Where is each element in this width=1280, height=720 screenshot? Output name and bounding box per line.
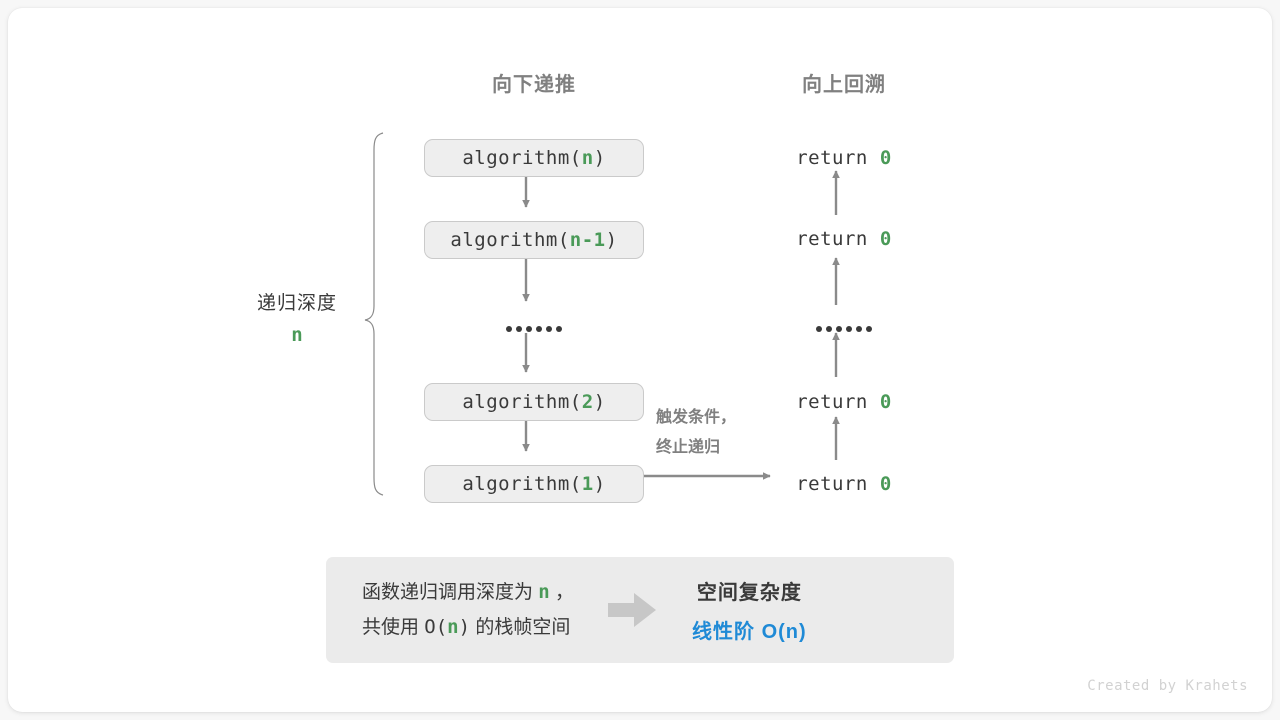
return-line-4: return 0 [796, 473, 892, 495]
call-box-close-n-1: ) [605, 229, 618, 251]
call-box-1: algorithm(1) [424, 465, 644, 503]
ellipsis-dots-right [816, 326, 872, 332]
connectors-layer [364, 132, 840, 496]
return-value: 0 [879, 391, 892, 413]
return-value: 0 [879, 473, 892, 495]
call-box-arg-2: 2 [581, 391, 594, 413]
return-line-3: return 0 [796, 391, 892, 413]
credit-text: Created by Krahets [1087, 678, 1248, 694]
call-box-2: algorithm(2) [424, 383, 644, 421]
dot [866, 326, 872, 332]
call-box-arg-n-1: n-1 [569, 229, 606, 251]
call-box-text-n-1: algorithm( [450, 229, 570, 251]
return-keyword: return [796, 391, 868, 413]
summary-line-2-post: 的栈帧空间 [470, 617, 571, 638]
recursion-depth-text: 递归深度 [256, 293, 338, 314]
dot [826, 326, 832, 332]
dot [856, 326, 862, 332]
recursion-depth-value: n [291, 324, 303, 346]
right-arrow-icon [608, 593, 657, 627]
summary-line-1-var: n [538, 581, 550, 603]
termination-line-2: 终止递归 [656, 439, 721, 456]
summary-line-1-post: ， [549, 582, 575, 603]
dot [536, 326, 542, 332]
dot [526, 326, 532, 332]
call-box-text-2: algorithm( [462, 391, 582, 413]
dot [816, 326, 822, 332]
summary-line-2-pre: 共使用 [362, 617, 425, 638]
space-complexity-value: 线性阶 O(n) [692, 621, 807, 643]
call-box-close-n: ) [593, 147, 606, 169]
call-box-close-2: ) [593, 391, 606, 413]
return-keyword: return [796, 473, 868, 495]
return-keyword: return [796, 147, 868, 169]
call-box-text-1: algorithm( [462, 473, 582, 495]
recursion-depth-label: 递归深度 n [257, 288, 337, 346]
termination-condition-label: 触发条件， 终止递归 [656, 403, 736, 463]
summary-panel: 函数递归调用深度为 n ， 共使用 O(n) 的栈帧空间 空间复杂度 线性阶 O… [326, 557, 954, 663]
call-box-n: algorithm(n) [424, 139, 644, 177]
dot [556, 326, 562, 332]
summary-line-2: 共使用 O(n) 的栈帧空间 [362, 610, 574, 645]
return-line-2: return 0 [796, 228, 892, 250]
summary-description: 函数递归调用深度为 n ， 共使用 O(n) 的栈帧空间 [362, 575, 574, 645]
call-box-arg-1: 1 [581, 473, 594, 495]
diagram-card: 向下递推 向上回溯 algorithm(n) [8, 8, 1272, 712]
return-value: 0 [879, 147, 892, 169]
call-box-text-n: algorithm( [462, 147, 582, 169]
summary-line-2-close: ) [458, 616, 471, 638]
dot [506, 326, 512, 332]
column-header-backtrack-up: 向上回溯 [802, 74, 886, 96]
call-box-arg-n: n [581, 147, 594, 169]
dot [846, 326, 852, 332]
call-box-close-1: ) [593, 473, 606, 495]
depth-brace [364, 132, 384, 496]
call-box-n-1: algorithm(n-1) [424, 221, 644, 259]
summary-conclusion: 空间复杂度 线性阶 O(n) [692, 576, 807, 644]
termination-line-1: 触发条件， [656, 409, 737, 426]
return-line-1: return 0 [796, 147, 892, 169]
space-complexity-title: 空间复杂度 [696, 582, 802, 604]
dot [546, 326, 552, 332]
return-value: 0 [879, 228, 892, 250]
column-header-recursion-down: 向下递推 [492, 74, 576, 96]
summary-line-2-var: n [447, 616, 459, 638]
ellipsis-dots-left [506, 326, 562, 332]
diagram-stage: 向下递推 向上回溯 algorithm(n) [8, 8, 1272, 712]
dot [516, 326, 522, 332]
summary-line-2-o: O( [424, 616, 448, 638]
dot [836, 326, 842, 332]
return-keyword: return [796, 228, 868, 250]
summary-line-1-pre: 函数递归调用深度为 [362, 582, 539, 603]
summary-line-1: 函数递归调用深度为 n ， [362, 575, 574, 610]
